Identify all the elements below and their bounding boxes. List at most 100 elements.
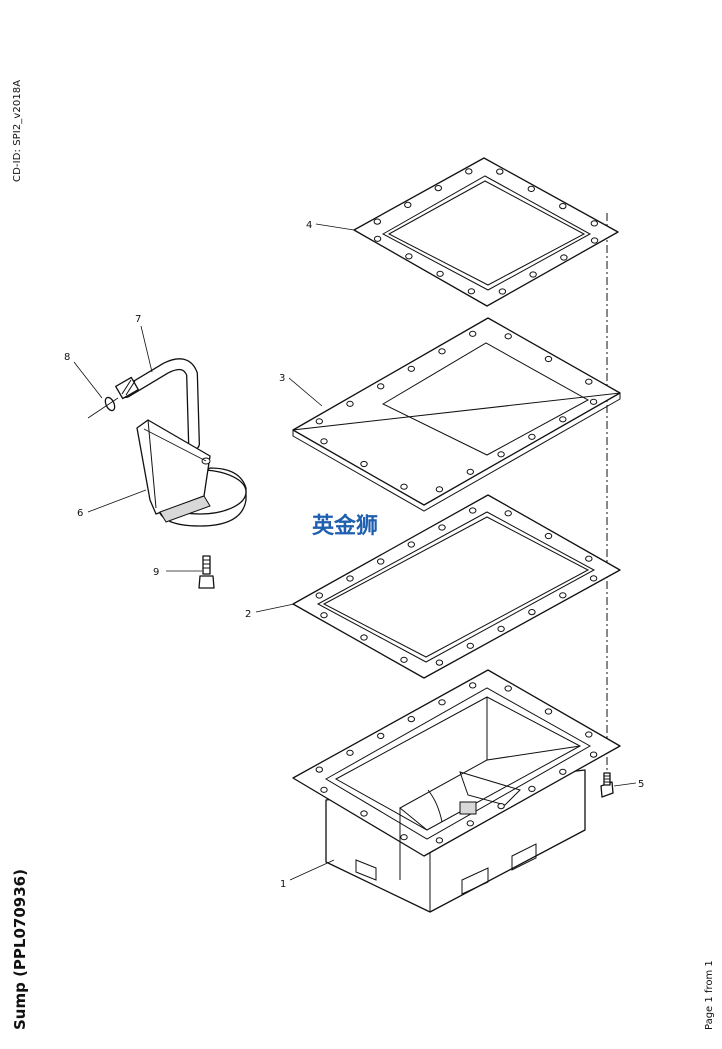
bolt-hole-pan-1: [469, 682, 477, 689]
bolt-hole-gasket-4: [590, 237, 599, 244]
bolt-hole-gasket-2: [589, 575, 598, 582]
bolt-hole-gasket-2: [559, 592, 567, 599]
bolt-hole-pan-1: [346, 749, 354, 756]
leader-4: [315, 223, 355, 231]
bolt-hole-gasket-2: [497, 625, 505, 633]
part-4-gasket[interactable]: [353, 157, 619, 307]
leader-6: [87, 489, 147, 513]
bolt-hole-pan-1: [559, 768, 567, 775]
bolt-hole-baffle-3: [528, 433, 536, 440]
bolt-hole-pan-1: [315, 766, 323, 773]
bolt-hole-gasket-2: [544, 532, 553, 540]
bolt-hole-gasket-2: [504, 510, 512, 517]
bolt-hole-baffle-3: [315, 418, 323, 425]
callout-labels: 1 2 3 4 5 6 7 8 9: [64, 220, 644, 890]
leader-8b: [87, 397, 119, 419]
bolt-hole-baffle-3: [466, 468, 474, 475]
leader-1: [289, 859, 335, 881]
bolt-hole-baffle-3: [346, 400, 354, 407]
bolt-hole-pan-1: [435, 837, 444, 844]
bolt-hole-pan-1: [585, 731, 593, 738]
leader-5: [613, 782, 637, 787]
bolt-hole-gasket-2: [438, 524, 446, 531]
callout-1: 1: [280, 879, 286, 890]
bolt-hole-gasket-4: [467, 288, 476, 295]
bolt-hole-pan-1: [589, 751, 598, 758]
part-3-baffle-plate[interactable]: [292, 317, 621, 512]
part-5-bolt[interactable]: [600, 772, 614, 798]
bolt-hole-gasket-4: [373, 235, 382, 242]
part-8-o-ring[interactable]: [103, 396, 116, 412]
leader-lines: [73, 223, 637, 881]
bolt-hole-pan-1: [377, 732, 385, 740]
bolt-hole-baffle-3: [435, 486, 444, 493]
bolt-hole-baffle-3: [589, 398, 598, 405]
bolt-hole-gasket-2: [315, 592, 323, 599]
part-2-gasket[interactable]: [292, 494, 621, 679]
bolt-hole-gasket-2: [435, 659, 444, 666]
bolt-hole-baffle-3: [400, 483, 408, 490]
bolt-hole-gasket-2: [360, 634, 368, 641]
callout-4: 4: [306, 220, 312, 231]
bolt-hole-pan-1: [504, 685, 512, 692]
bolt-hole-baffle-3: [497, 451, 505, 458]
bolt-hole-gasket-2: [528, 609, 536, 616]
bolt-hole-gasket-2: [346, 575, 354, 582]
bolt-hole-baffle-3: [585, 378, 593, 385]
part-7-suction-pipe[interactable]: [115, 358, 200, 450]
leader-3: [288, 377, 323, 407]
callout-7: 7: [135, 314, 141, 325]
leader-7: [140, 325, 153, 373]
callout-3: 3: [279, 373, 285, 384]
bolt-hole-gasket-4: [560, 254, 568, 261]
callout-5: 5: [638, 779, 644, 790]
bolt-hole-gasket-2: [469, 507, 477, 514]
part-9-bolt[interactable]: [198, 555, 215, 589]
leader-8: [73, 361, 103, 399]
bolt-hole-gasket-2: [400, 656, 408, 663]
bolt-hole-gasket-4: [498, 288, 507, 295]
bolt-hole-pan-1: [438, 699, 446, 706]
bolt-hole-gasket-4: [405, 253, 413, 260]
bolt-hole-pan-1: [528, 785, 536, 793]
bolt-hole-pan-1: [544, 708, 553, 715]
bolt-hole-gasket-4: [436, 270, 444, 277]
bolt-hole-pan-1: [407, 716, 415, 723]
callout-6: 6: [77, 508, 83, 519]
bolt-hole-gasket-4: [590, 220, 598, 227]
leader-6b: [143, 428, 207, 462]
bolt-hole-pan-1: [497, 803, 505, 810]
bolt-hole-pan-1: [320, 786, 328, 793]
part-6-oil-strainer[interactable]: [136, 419, 247, 527]
bolt-hole-pan-1: [400, 834, 408, 841]
bolt-hole-gasket-4: [404, 201, 412, 208]
bolt-hole-baffle-3: [407, 365, 415, 372]
bolt-hole-gasket-2: [407, 541, 415, 548]
bolt-hole-gasket-2: [585, 555, 593, 562]
callout-9: 9: [153, 567, 159, 578]
bolt-hole-baffle-3: [469, 330, 477, 337]
bolt-hole-baffle-3: [438, 348, 446, 355]
bolt-hole-pan-1: [360, 810, 368, 817]
callout-8: 8: [64, 352, 70, 363]
watermark-logo: 英金狮: [312, 513, 378, 539]
bolt-hole-baffle-3: [559, 416, 567, 423]
bolt-hole-gasket-4: [373, 218, 381, 225]
bolt-hole-baffle-3: [360, 460, 368, 468]
bolt-hole-gasket-2: [320, 612, 328, 619]
bolt-hole-gasket-2: [377, 558, 385, 565]
leader-2: [255, 603, 295, 613]
part-1-oil-pan[interactable]: [292, 669, 621, 913]
bolt-hole-gasket-4: [465, 168, 473, 175]
bolt-hole-gasket-4: [559, 203, 567, 210]
bolt-hole-gasket-4: [529, 271, 537, 278]
bolt-hole-baffle-3: [544, 355, 553, 363]
callout-2: 2: [245, 609, 251, 620]
bolt-hole-baffle-3: [377, 383, 385, 390]
bolt-hole-baffle-3: [320, 438, 328, 445]
bolt-holes: [315, 168, 599, 844]
bolt-hole-gasket-2: [466, 642, 474, 649]
bolt-hole-baffle-3: [504, 333, 512, 340]
bolt-hole-gasket-4: [434, 185, 442, 192]
